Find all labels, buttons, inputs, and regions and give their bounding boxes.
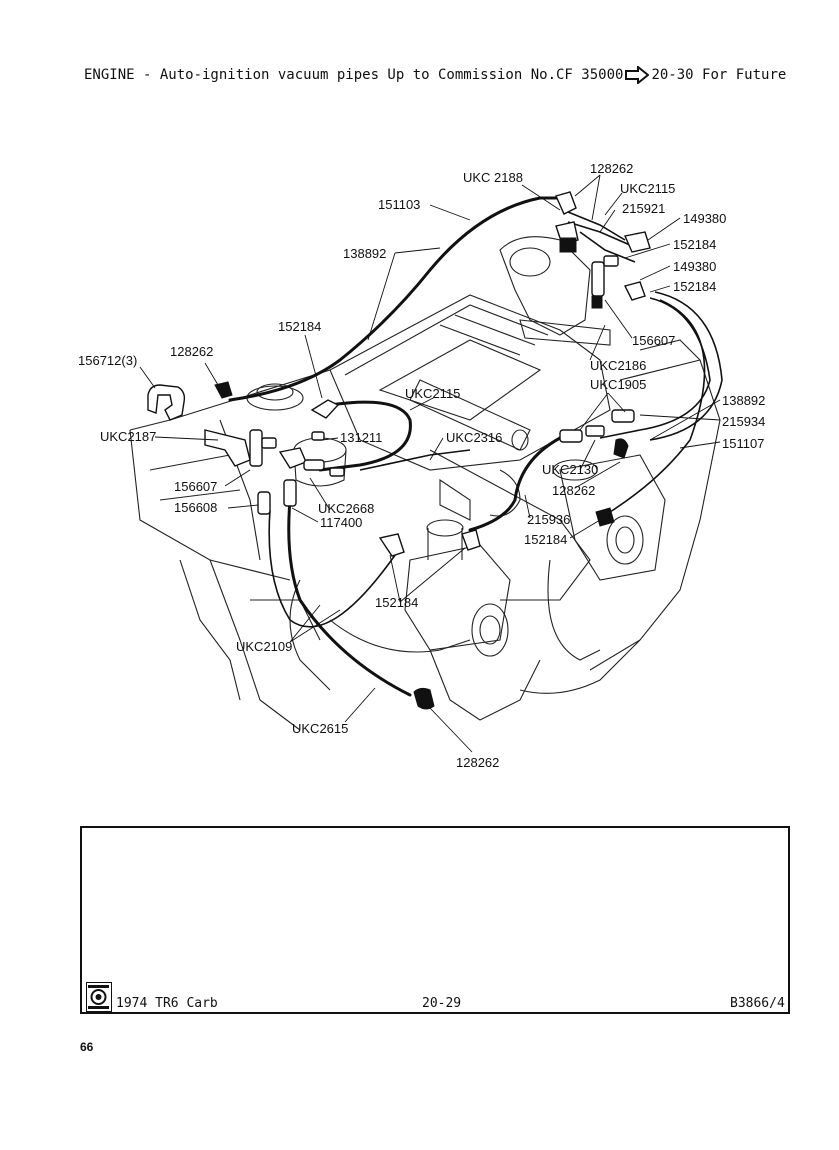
label-151107: 151107 — [722, 436, 764, 451]
label-215934: 215934 — [722, 414, 765, 429]
label-ukc2668: UKC2668 — [318, 501, 374, 516]
label-156607-left: 156607 — [174, 479, 217, 494]
label-149380-a: 149380 — [683, 211, 726, 226]
vacuum-pipes — [228, 196, 723, 697]
label-ukc2109: UKC2109 — [236, 639, 292, 654]
footer-page-ref: 20-29 — [422, 996, 462, 1011]
label-117400: 117400 — [320, 515, 362, 530]
label-152184-bottom: 152184 — [375, 595, 418, 610]
bracket-ukc2187 — [204, 429, 251, 467]
leader-lines — [139, 174, 721, 753]
part-labels: UKC 2188 128262 UKC2115 215921 151103 14… — [78, 161, 765, 770]
page-number: 66 — [80, 1040, 94, 1054]
label-128262-mid: 128262 — [552, 483, 595, 498]
header-continuation: 20-30 For Future — [651, 67, 787, 83]
label-138892-right: 138892 — [722, 393, 765, 408]
label-138892-left: 138892 — [343, 246, 386, 261]
right-arrow-icon — [625, 66, 650, 84]
footer-model: 1974 TR6 Carb — [116, 996, 218, 1011]
footer-plate-ref: B3866/4 — [730, 996, 785, 1011]
label-ukc2188: UKC 2188 — [463, 170, 523, 185]
label-128262-left: 128262 — [170, 344, 213, 359]
clip-156712 — [147, 384, 186, 421]
label-152184-mid: 152184 — [278, 319, 321, 334]
label-128262-bottom: 128262 — [456, 755, 499, 770]
label-ukc1905: UKC1905 — [590, 377, 646, 392]
label-ukc2130: UKC2130 — [542, 462, 598, 477]
label-ukc2615: UKC2615 — [292, 721, 348, 736]
header-title: ENGINE - Auto-ignition vacuum pipes Up t… — [84, 67, 624, 83]
label-ukc2115-mid: UKC2115 — [405, 386, 460, 401]
engine-outline — [129, 236, 721, 731]
page-header: ENGINE - Auto-ignition vacuum pipes Up t… — [84, 66, 786, 84]
fittings — [147, 191, 651, 710]
label-152184-a: 152184 — [673, 237, 716, 252]
label-215936: 215936 — [527, 512, 570, 527]
label-152184-low: 152184 — [524, 532, 567, 547]
label-131211: 131211 — [340, 430, 382, 445]
parts-list-box — [80, 826, 790, 1014]
triumph-logo-icon — [86, 982, 112, 1012]
label-152184-b: 152184 — [673, 279, 716, 294]
label-215921: 215921 — [622, 201, 665, 216]
label-ukc2316: UKC2316 — [446, 430, 502, 445]
label-ukc2187: UKC2187 — [100, 429, 156, 444]
label-149380-b: 149380 — [673, 259, 716, 274]
label-156712: 156712(3) — [78, 353, 137, 368]
label-156607-right: 156607 — [632, 333, 675, 348]
label-ukc2186: UKC2186 — [590, 358, 646, 373]
label-156608: 156608 — [174, 500, 217, 515]
label-151103: 151103 — [378, 197, 420, 212]
label-128262-top: 128262 — [590, 161, 633, 176]
label-ukc2115-top: UKC2115 — [620, 181, 675, 196]
